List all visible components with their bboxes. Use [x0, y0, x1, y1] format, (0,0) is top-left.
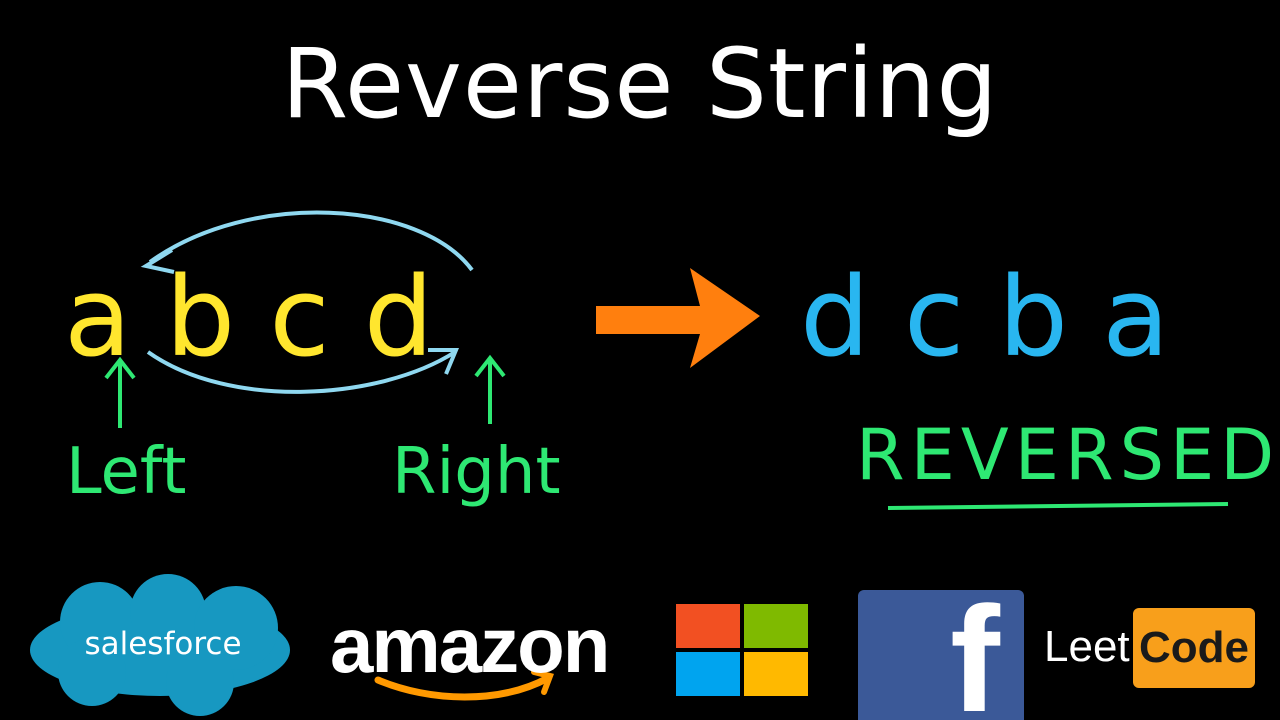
amazon-logo-text: amazon: [330, 601, 610, 689]
microsoft-logo: [676, 604, 808, 696]
swap-arrow-top-head: [140, 248, 175, 274]
microsoft-red-square: [676, 604, 740, 648]
facebook-logo: f: [858, 590, 1024, 720]
amazon-smile-icon: [374, 674, 552, 701]
reversed-label: REVERSED: [856, 414, 1280, 496]
reversed-underline: [887, 502, 1229, 510]
swap-arrow-bottom-head: [428, 348, 459, 375]
left-pointer-arrow: [104, 356, 136, 428]
swap-arrow-top: [148, 210, 474, 272]
leetcode-leet-text: Leet: [1044, 622, 1130, 671]
right-pointer-label: Right: [392, 435, 561, 509]
leetcode-code-badge: Code: [1133, 608, 1255, 688]
input-string: abcd: [64, 253, 468, 381]
left-pointer-label: Left: [66, 435, 187, 509]
salesforce-logo-text: salesforce: [84, 626, 242, 662]
page-title: Reverse String: [281, 28, 999, 140]
salesforce-cloud-icon: [30, 574, 290, 716]
big-orange-arrow: [596, 268, 760, 368]
salesforce-logo: salesforce: [28, 588, 298, 708]
amazon-logo: amazon: [330, 600, 650, 710]
leetcode-logo: Leet Code: [1044, 604, 1256, 688]
microsoft-blue-square: [676, 652, 740, 696]
microsoft-yellow-square: [744, 652, 808, 696]
swap-arrow-bottom: [146, 350, 457, 394]
output-string: dcba: [800, 253, 1204, 381]
facebook-f-icon: f: [950, 590, 1000, 720]
right-pointer-arrow: [474, 354, 506, 424]
microsoft-green-square: [744, 604, 808, 648]
